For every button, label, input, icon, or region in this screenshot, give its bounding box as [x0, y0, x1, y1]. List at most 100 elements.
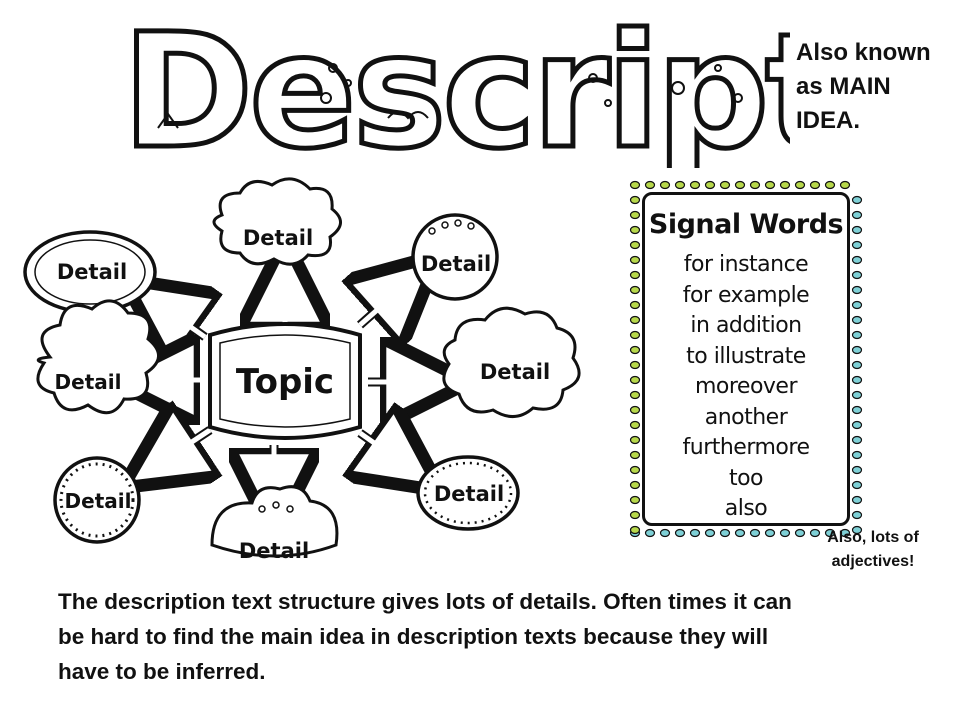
adjectives-note: Also, lots of adjectives!: [827, 529, 919, 570]
signal-word: also: [724, 496, 768, 521]
border-dot: [851, 255, 863, 265]
signal-words-title: Signal Words: [648, 209, 844, 240]
signal-word: furthermore: [682, 435, 810, 460]
border-dot: [719, 528, 731, 538]
border-dot: [851, 345, 863, 355]
border-dot: [824, 180, 836, 190]
detail-bottom-right: Detail: [416, 455, 520, 531]
border-dot: [764, 528, 776, 538]
border-dot: [629, 315, 641, 325]
signal-word: for instance: [683, 252, 809, 277]
border-dot: [851, 285, 863, 295]
border-dot: [629, 330, 641, 340]
border-dot: [629, 420, 641, 430]
border-dot: [629, 450, 641, 460]
border-dot: [749, 528, 761, 538]
detail-left-top: Detail: [23, 230, 157, 314]
topic-box: Topic: [208, 322, 362, 440]
signal-word: to illustrate: [686, 343, 806, 369]
border-dot: [644, 180, 656, 190]
border-dot: [629, 180, 641, 190]
border-dot: [851, 195, 863, 205]
title-wordart: Description: [120, 8, 791, 168]
border-dot: [629, 480, 641, 490]
border-dot: [824, 528, 836, 538]
border-dot: [734, 528, 746, 538]
border-dot: [851, 405, 863, 415]
border-dot: [794, 180, 806, 190]
border-dot: [794, 528, 806, 538]
border-dot: [629, 525, 641, 535]
main-idea-note: Also known as MAIN IDEA.: [796, 39, 931, 134]
border-dot: [629, 435, 641, 445]
border-dot: [851, 240, 863, 250]
topic-detail-diagram: Topic Detail Detail Detail Detail Detail…: [23, 177, 581, 563]
border-dot: [809, 528, 821, 538]
border-dot: [851, 390, 863, 400]
border-dot: [674, 180, 686, 190]
border-dot: [629, 465, 641, 475]
signal-word: in addition: [690, 313, 802, 338]
signal-word: too: [728, 465, 764, 491]
signal-word: another: [704, 404, 788, 430]
border-dot: [839, 180, 851, 190]
border-dot: [839, 528, 851, 538]
detail-label: Detail: [55, 370, 122, 394]
detail-bottom: Detail: [210, 485, 339, 563]
border-dot: [779, 180, 791, 190]
detail-label: Detail: [243, 226, 313, 250]
border-dot: [779, 528, 791, 538]
detail-label: Detail: [421, 252, 491, 276]
border-dot: [851, 315, 863, 325]
detail-top: Detail: [212, 177, 342, 266]
border-dot: [851, 360, 863, 370]
border-dot: [851, 525, 863, 535]
signal-words-list: for instance for example in addition to …: [645, 250, 847, 525]
detail-left: Detail: [36, 299, 160, 415]
border-dot: [851, 210, 863, 220]
detail-label: Detail: [480, 360, 550, 384]
signal-words-card: Signal Words for instance for example in…: [628, 178, 864, 540]
border-dot: [851, 270, 863, 280]
border-dot: [851, 225, 863, 235]
border-dot: [629, 390, 641, 400]
detail-bottom-left: Detail: [53, 456, 141, 544]
signal-words-panel: Signal Words for instance for example in…: [642, 192, 850, 526]
border-dot: [719, 180, 731, 190]
border-dot: [629, 300, 641, 310]
border-dot: [629, 495, 641, 505]
border-dot: [851, 495, 863, 505]
border-dot: [749, 180, 761, 190]
border-dot: [629, 255, 641, 265]
border-dot: [659, 528, 671, 538]
border-dot: [629, 405, 641, 415]
border-dot: [629, 510, 641, 520]
border-dot: [689, 528, 701, 538]
border-dot: [629, 360, 641, 370]
border-dot: [629, 240, 641, 250]
detail-right: Detail: [442, 306, 581, 418]
border-dot: [704, 528, 716, 538]
border-dot: [734, 180, 746, 190]
border-dot: [851, 435, 863, 445]
detail-right-top: Detail: [411, 213, 499, 301]
border-dot: [764, 180, 776, 190]
border-dot: [689, 180, 701, 190]
border-dot: [704, 180, 716, 190]
border-dot: [851, 300, 863, 310]
border-dot: [851, 375, 863, 385]
border-dot: [629, 345, 641, 355]
topic-label: Topic: [236, 362, 334, 402]
border-dot: [629, 225, 641, 235]
detail-label: Detail: [434, 482, 504, 506]
border-dot: [629, 285, 641, 295]
border-dot: [629, 270, 641, 280]
border-dot: [851, 510, 863, 520]
dotted-border: [629, 180, 863, 538]
signal-word: for example: [682, 282, 810, 308]
border-dot: [629, 375, 641, 385]
border-dot: [809, 180, 821, 190]
border-dot: [629, 210, 641, 220]
body-paragraph: The description text structure gives lot…: [58, 589, 792, 684]
detail-label: Detail: [65, 489, 132, 513]
